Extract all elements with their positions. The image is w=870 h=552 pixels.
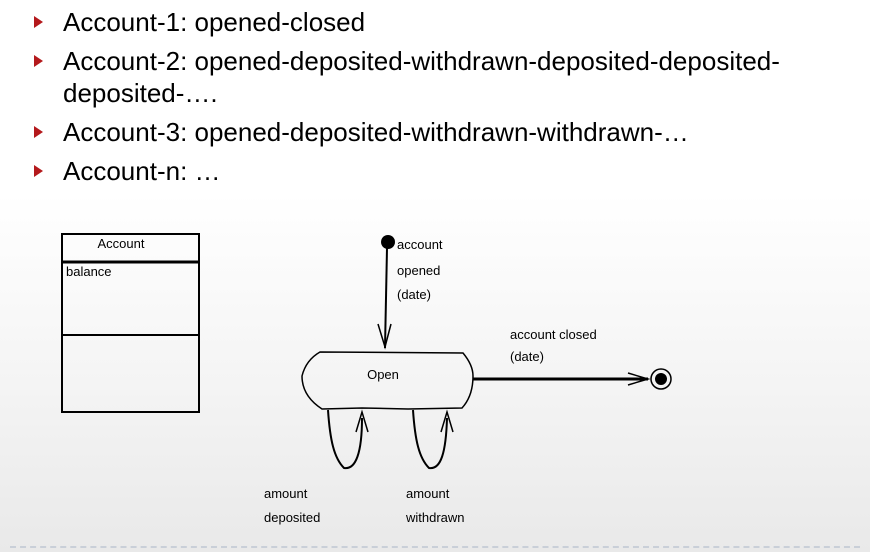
bullet-text: Account-1: opened-closed xyxy=(63,7,366,37)
final-state-inner-dot xyxy=(655,373,667,385)
bullet-text: Account-2: opened-deposited-withdrawn-de… xyxy=(63,46,780,108)
self-loop-withdrawn-label-1: amount xyxy=(406,486,450,501)
class-attribute-label: balance xyxy=(66,264,112,279)
bullet-item-account-n: Account-n: … xyxy=(34,155,854,187)
transition-opened-line xyxy=(384,247,388,349)
self-loop-withdrawn-arrowhead xyxy=(440,409,454,433)
account-class-box: Account balance xyxy=(61,233,200,413)
transition-closed-arrowhead xyxy=(627,372,651,386)
transition-opened-label-3: (date) xyxy=(397,287,431,302)
self-loop-deposited-label-2: deposited xyxy=(264,510,320,525)
bullet-item-account-1: Account-1: opened-closed xyxy=(34,6,854,38)
bullet-triangle-icon xyxy=(34,55,43,67)
bullet-item-account-3: Account-3: opened-deposited-withdrawn-wi… xyxy=(34,116,854,148)
bottom-dashed-rule xyxy=(10,546,860,548)
self-loop-deposited xyxy=(327,409,363,470)
transition-closed-label-2: (date) xyxy=(510,349,544,364)
transition-closed-label-1: account closed xyxy=(510,327,597,342)
class-box-outline xyxy=(61,233,200,413)
bullet-list: Account-1: opened-closed Account-2: open… xyxy=(34,6,854,194)
bullet-triangle-icon xyxy=(34,16,43,28)
bullet-item-account-2: Account-2: opened-deposited-withdrawn-de… xyxy=(34,45,854,109)
self-loop-withdrawn-label-2: withdrawn xyxy=(405,510,465,525)
self-loop-deposited-label-1: amount xyxy=(264,486,308,501)
open-state-label: Open xyxy=(367,367,399,382)
bullet-text: Account-3: opened-deposited-withdrawn-wi… xyxy=(63,117,689,147)
transition-opened-label-1: account xyxy=(397,237,443,252)
bullet-text: Account-n: … xyxy=(63,156,221,186)
self-loop-withdrawn xyxy=(412,409,448,470)
bullet-triangle-icon xyxy=(34,126,43,138)
open-state-shape xyxy=(301,351,474,410)
final-state-bullseye xyxy=(650,368,672,390)
transition-opened-arrowhead xyxy=(377,323,392,350)
self-loop-deposited-arrowhead xyxy=(355,409,369,433)
class-name-label: Account xyxy=(98,236,145,251)
final-state-outer-ring xyxy=(650,368,672,390)
bullet-triangle-icon xyxy=(34,165,43,177)
transition-opened-label-2: opened xyxy=(397,263,440,278)
initial-state-dot xyxy=(381,235,395,249)
